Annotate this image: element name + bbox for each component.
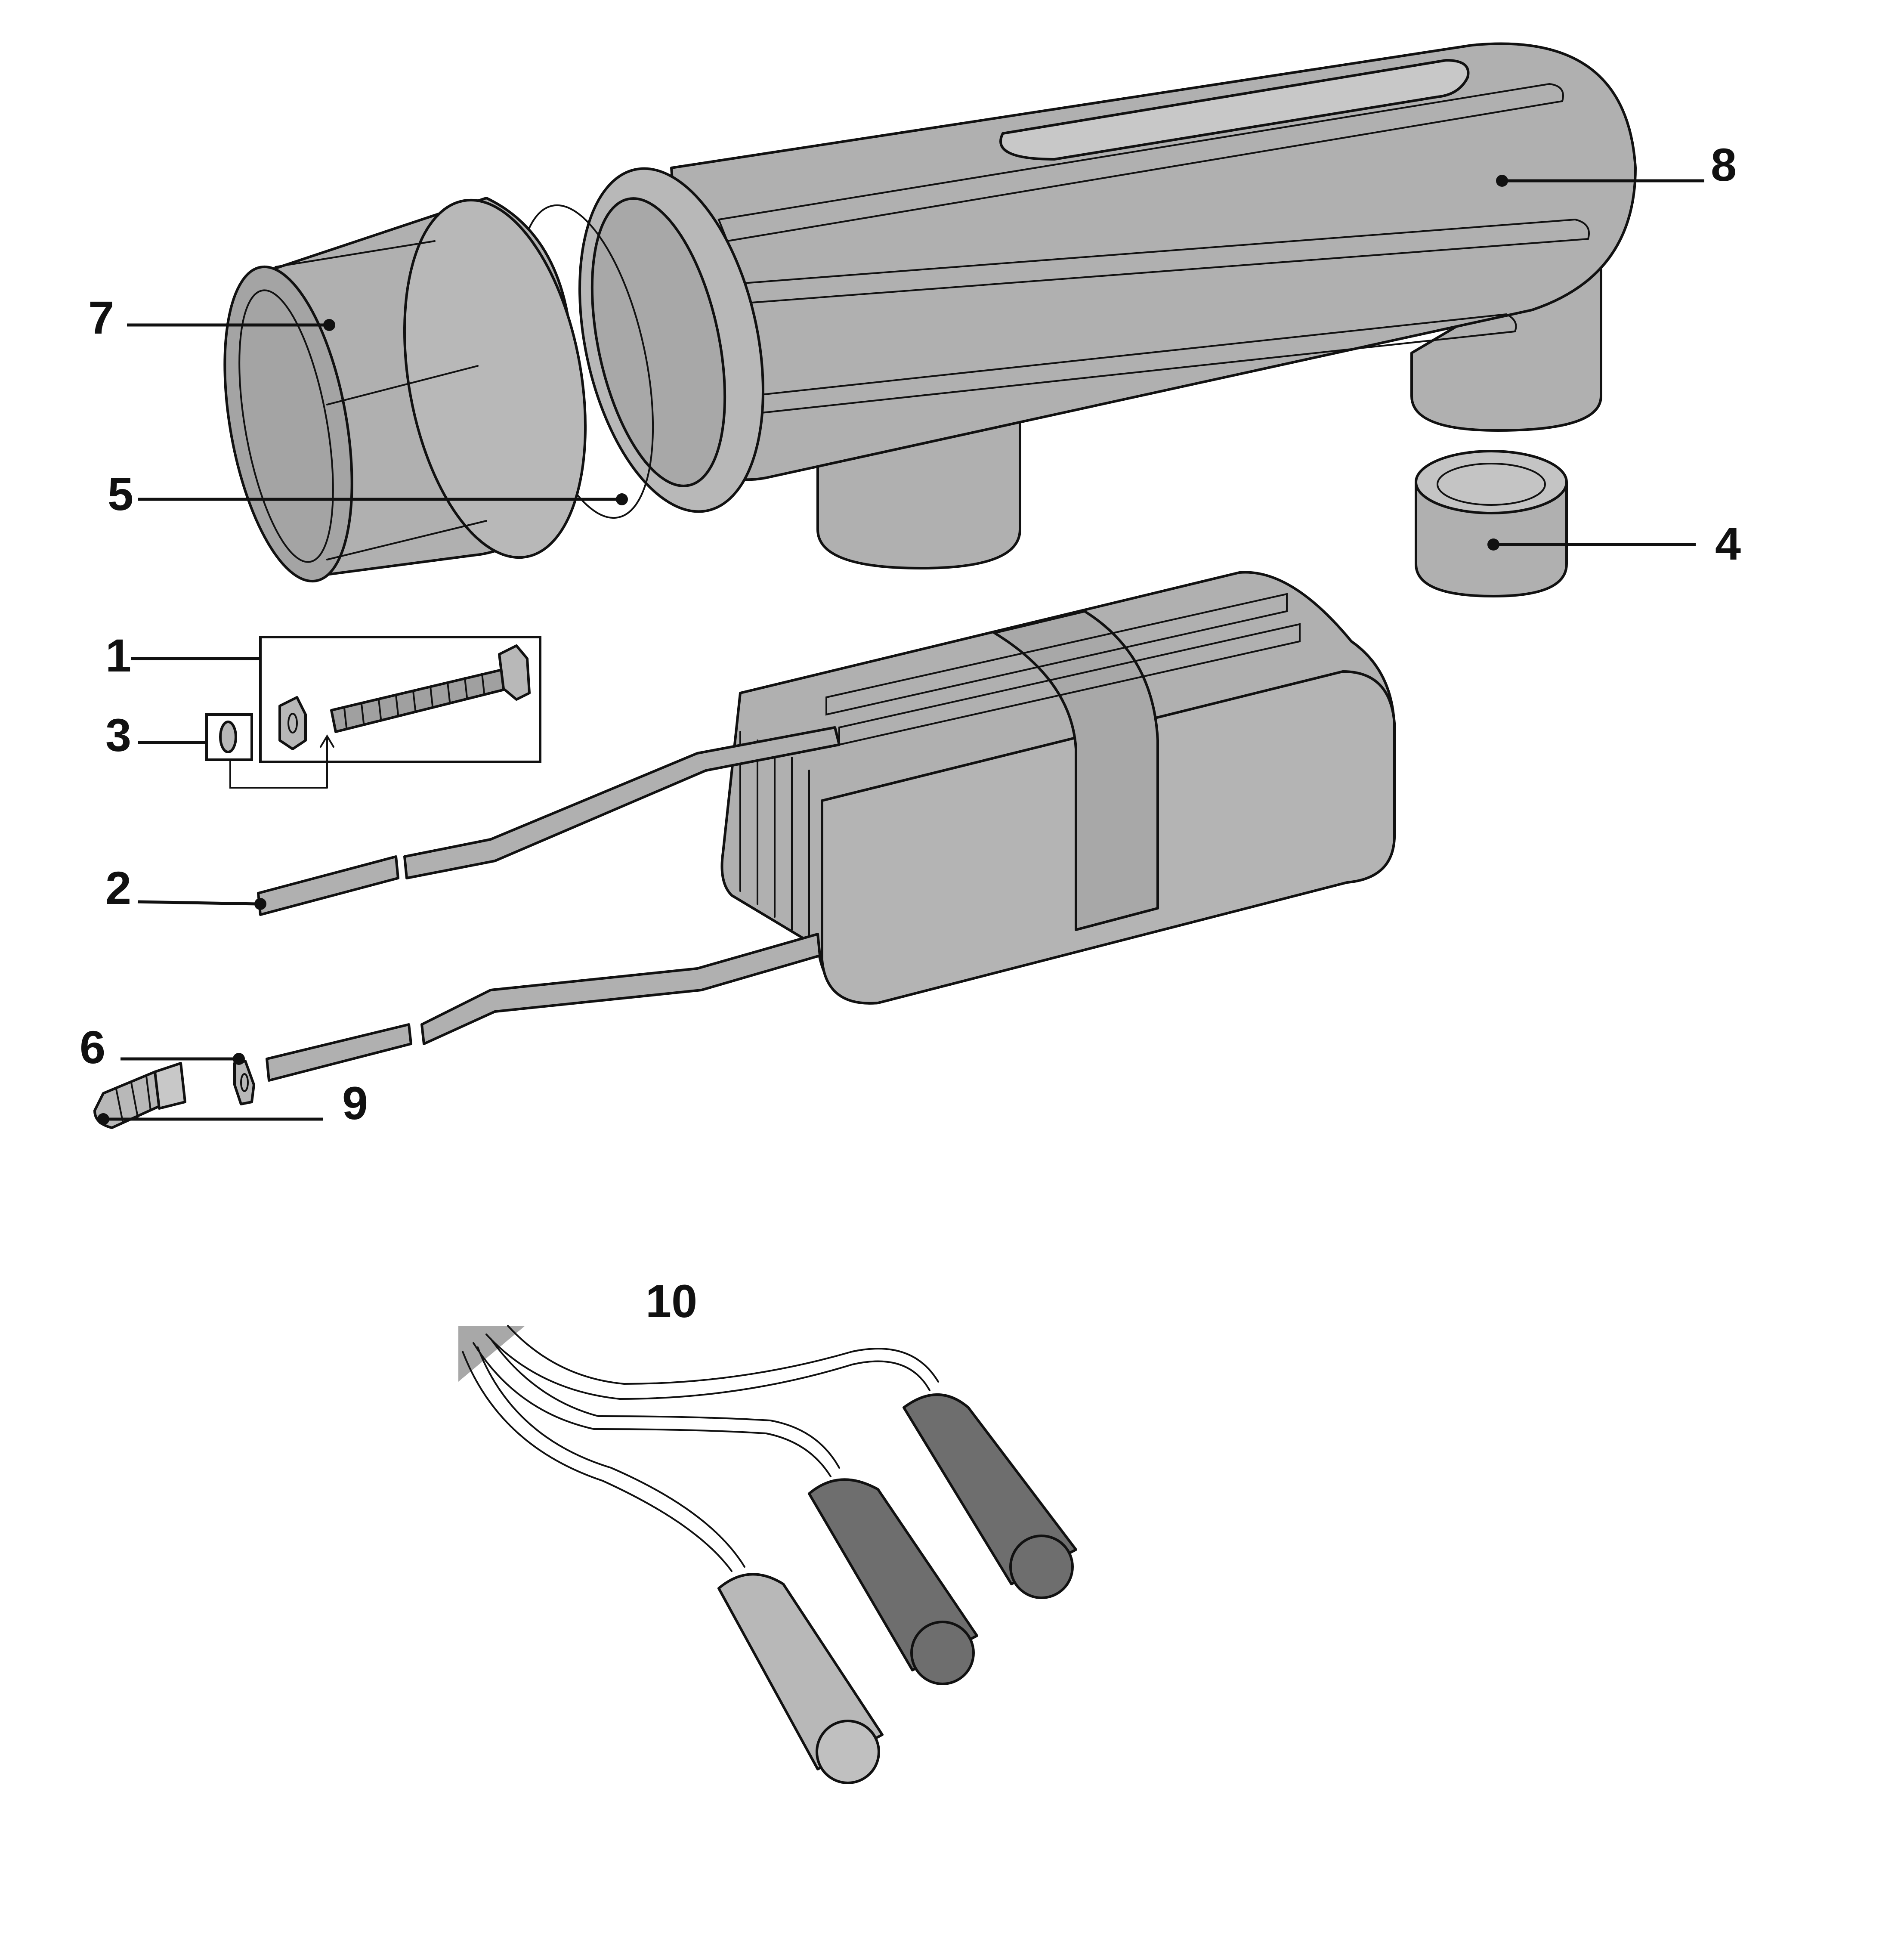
callout-4-label: 4 (1715, 517, 1741, 569)
probe-wire-3b (477, 1346, 745, 1568)
housing-collar-inner (590, 197, 726, 487)
washer (219, 721, 237, 753)
ballast-cable-upper (403, 726, 841, 879)
callout-5: 5 (108, 468, 628, 520)
callout-6-label: 6 (80, 1021, 105, 1073)
probe-wire-3 (462, 1351, 733, 1572)
spacer-ring-hole (1437, 463, 1546, 506)
housing-rib-upper (717, 83, 1564, 242)
callout-7: 7 (88, 291, 335, 343)
callout-1-label: 1 (105, 629, 131, 681)
ballast-strap (993, 610, 1159, 931)
union-nut-front-face (223, 265, 353, 583)
ballast-block (403, 571, 1396, 1045)
ballast-cable-lower (420, 933, 821, 1045)
callout-2-leader (137, 900, 259, 906)
union-nut-rim (403, 198, 587, 559)
bolt-set-frame (259, 636, 541, 763)
probe-wire-2 (473, 1342, 831, 1477)
probe-tip-light (816, 1720, 880, 1784)
bolt-shaft (330, 668, 509, 733)
callout-2-dot (254, 898, 266, 910)
bolt-pointer (320, 734, 334, 789)
probe-tip-dark-2 (910, 1621, 975, 1685)
cable-lower-piece (266, 1023, 412, 1082)
small-nut (233, 1060, 255, 1105)
bolt-head (498, 644, 531, 701)
probe-mount (458, 1326, 525, 1382)
probe-tip-dark-1 (1009, 1535, 1074, 1599)
bolt-thread (343, 673, 485, 728)
callout-10-label: 10 (646, 1275, 697, 1327)
union-nut-grip-lines (275, 240, 487, 560)
callout-9-label: 9 (342, 1077, 368, 1129)
callout-5-label: 5 (108, 468, 133, 520)
hex-nut (278, 696, 307, 750)
washer-frame (205, 713, 253, 761)
part-7-union-nut (223, 197, 587, 583)
ballast-rail-1 (825, 593, 1288, 716)
ballast-rail-2 (838, 623, 1301, 746)
callout-1: 1 (105, 629, 260, 681)
spacer-ring-top (1415, 450, 1568, 514)
callout-6: 6 (80, 1021, 245, 1073)
callout-3-label: 3 (105, 709, 131, 761)
callout-8: 8 (1496, 139, 1737, 191)
washer-pointer (229, 759, 328, 789)
callout-4-dot (1487, 538, 1499, 551)
housing-top-slot (999, 59, 1470, 161)
hex-nut-hole (287, 713, 298, 733)
part-8-housing (578, 42, 1637, 569)
callout-8-dot (1496, 175, 1508, 187)
probe-wire-2b (490, 1338, 840, 1469)
housing-rib-middle (730, 218, 1590, 305)
housing-rib-lower (747, 313, 1517, 415)
callout-2: 2 (105, 862, 266, 914)
part-6-small-nut (233, 1060, 255, 1105)
part-4-spacer-ring (1415, 450, 1568, 597)
callout-8-label: 8 (1711, 139, 1737, 191)
union-nut-opening (238, 289, 334, 563)
gland-facets (115, 1075, 151, 1122)
callout-2-label: 2 (105, 862, 131, 914)
part-9-cable-gland (93, 1062, 186, 1129)
part-10-probes (458, 1325, 1077, 1784)
housing-foot-left (816, 421, 1021, 569)
callout-9: 9 (97, 1077, 368, 1129)
part-3-washer-set (205, 713, 328, 789)
small-nut-hole (240, 1073, 249, 1092)
probe-wire-1b (507, 1325, 939, 1385)
callout-5-dot (616, 493, 628, 505)
cable-segment-2a (257, 855, 399, 916)
callout-6-dot (233, 1053, 245, 1065)
callout-7-label: 7 (88, 291, 114, 343)
callout-9-dot (97, 1113, 109, 1125)
callout-10: 10 (646, 1275, 697, 1327)
part-1-bolt-set (259, 636, 541, 789)
cable-segment-lower (266, 1023, 412, 1082)
gland-sleeve (154, 1062, 186, 1110)
callout-7-dot (323, 319, 335, 331)
callout-3: 3 (105, 709, 207, 761)
callout-4: 4 (1487, 517, 1741, 569)
probe-wire-1 (485, 1334, 930, 1400)
part-2-cable (257, 855, 399, 916)
